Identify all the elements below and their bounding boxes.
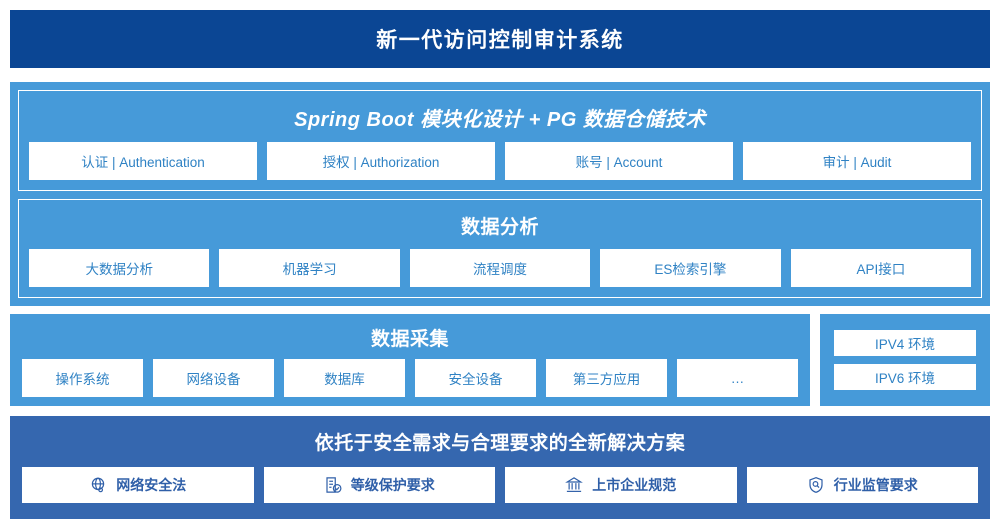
chip-graded-protection[interactable]: 等级保护要求	[263, 467, 495, 503]
chip-ipv4-environment[interactable]: IPV4 环境	[834, 330, 976, 356]
chip-label: 上市企业规范	[592, 477, 677, 493]
page-title: 新一代访问控制审计系统	[376, 29, 624, 52]
chip-security-device[interactable]: 安全设备	[415, 359, 536, 397]
chip-third-party-app[interactable]: 第三方应用	[546, 359, 667, 397]
compliance-heading: 依托于安全需求与合理要求的全新解决方案	[314, 433, 686, 454]
chip-more-ellipsis[interactable]: …	[677, 359, 798, 397]
document-check-icon	[324, 476, 342, 494]
chip-es-search-engine[interactable]: ES检索引擎	[600, 249, 781, 287]
data-collection-chip-row: 操作系统 网络设备 数据库 安全设备 第三方应用 …	[22, 359, 798, 397]
ip-environment-panel: IPV4 环境 IPV6 环境	[820, 314, 990, 406]
chip-authentication[interactable]: 认证 | Authentication	[29, 142, 257, 180]
chip-operating-system[interactable]: 操作系统	[22, 359, 143, 397]
data-analysis-heading: 数据分析	[460, 217, 539, 238]
chip-machine-learning[interactable]: 机器学习	[219, 249, 400, 287]
spring-boot-heading: Spring Boot 模块化设计 + PG 数据仓储技术	[294, 109, 706, 131]
chip-audit[interactable]: 审计 | Audit	[743, 142, 971, 180]
chip-network-device[interactable]: 网络设备	[153, 359, 274, 397]
data-analysis-block: 数据分析 大数据分析 机器学习 流程调度 ES检索引擎 API接口	[18, 199, 982, 298]
chip-label: 等级保护要求	[350, 477, 435, 493]
chip-authorization[interactable]: 授权 | Authorization	[267, 142, 495, 180]
chip-big-data-analysis[interactable]: 大数据分析	[29, 249, 210, 287]
chip-api-interface[interactable]: API接口	[790, 249, 972, 287]
chip-cybersecurity-law[interactable]: 网络安全法	[22, 467, 254, 503]
chip-industry-regulation[interactable]: 行业监管要求	[746, 467, 978, 503]
globe-icon	[89, 476, 107, 494]
chip-ipv6-environment[interactable]: IPV6 环境	[834, 364, 976, 390]
compliance-layer-panel: 依托于安全需求与合理要求的全新解决方案 网络安全法	[10, 416, 990, 519]
chip-database[interactable]: 数据库	[284, 359, 405, 397]
platform-layer-panel: Spring Boot 模块化设计 + PG 数据仓储技术 认证 | Authe…	[10, 82, 990, 306]
compliance-chip-row: 网络安全法 等级保护要求	[22, 467, 978, 503]
page-title-bar: 新一代访问控制审计系统	[10, 10, 990, 68]
data-analysis-chip-row: 大数据分析 机器学习 流程调度 ES检索引擎 API接口	[29, 249, 972, 287]
chip-listed-company-standard[interactable]: 上市企业规范	[505, 467, 737, 503]
bank-icon	[565, 476, 584, 494]
chip-process-scheduling[interactable]: 流程调度	[409, 249, 591, 287]
data-collection-heading: 数据采集	[370, 329, 449, 350]
collection-layer-row: 数据采集 操作系统 网络设备 数据库 安全设备 第三方应用 … IPV4 环境 …	[10, 314, 990, 406]
shield-search-icon	[807, 476, 825, 494]
chip-label: 行业监管要求	[833, 477, 918, 493]
chip-label: 网络安全法	[116, 477, 187, 493]
spring-boot-chip-row: 认证 | Authentication 授权 | Authorization 账…	[29, 142, 971, 180]
spring-boot-block: Spring Boot 模块化设计 + PG 数据仓储技术 认证 | Authe…	[18, 90, 982, 191]
data-collection-panel: 数据采集 操作系统 网络设备 数据库 安全设备 第三方应用 …	[10, 314, 810, 406]
chip-account[interactable]: 账号 | Account	[505, 142, 733, 180]
